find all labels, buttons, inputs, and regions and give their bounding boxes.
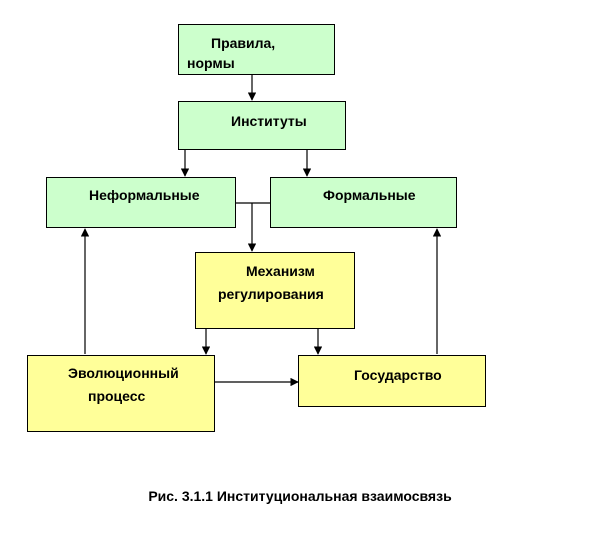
informal-label: Неформальные bbox=[89, 187, 200, 203]
mechanism-line2: регулирования bbox=[218, 286, 324, 302]
informal-box: Неформальные bbox=[46, 177, 236, 228]
formal-box: Формальные bbox=[270, 177, 457, 228]
evolution-line2: процесс bbox=[88, 388, 146, 404]
state-label: Государство bbox=[354, 367, 442, 383]
rules-norms-line1: Правила, bbox=[211, 35, 276, 51]
rules-norms-line2: нормы bbox=[187, 55, 235, 71]
institutes-label: Институты bbox=[231, 113, 307, 129]
mechanism-line1: Механизм bbox=[246, 263, 315, 279]
rules-norms-box: Правила, нормы bbox=[178, 24, 335, 75]
figure-caption: Рис. 3.1.1 Институциональная взаимосвязь bbox=[148, 488, 452, 504]
state-box: Государство bbox=[298, 355, 486, 407]
evolution-line1: Эволюционный bbox=[68, 365, 179, 381]
evolution-box: Эволюционный процесс bbox=[27, 355, 215, 432]
formal-label: Формальные bbox=[323, 187, 416, 203]
institutes-box: Институты bbox=[178, 101, 346, 150]
mechanism-box: Механизм регулирования bbox=[195, 252, 355, 329]
